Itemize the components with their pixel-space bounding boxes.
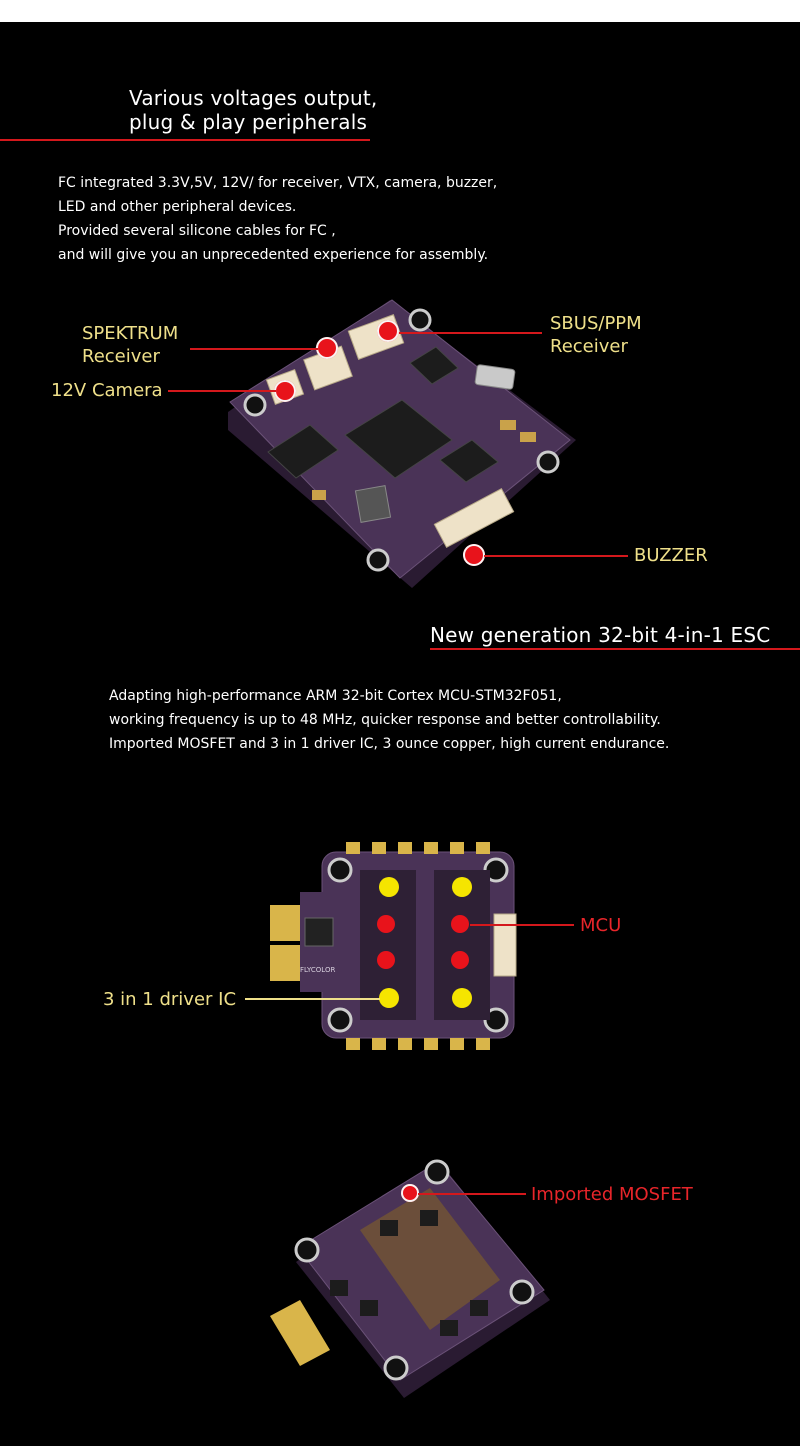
esc-angled-mosfet bbox=[330, 1280, 348, 1296]
esc-angled-mosfet bbox=[380, 1220, 398, 1236]
esc-mount-hole bbox=[327, 1007, 353, 1033]
section2-description-line: Imported MOSFET and 3 in 1 driver IC, 3 … bbox=[109, 736, 670, 752]
esc-motor-pad bbox=[450, 842, 464, 854]
esc-motor-pad bbox=[346, 1038, 360, 1050]
fc-usb-port bbox=[474, 364, 516, 390]
fc-main-mcu bbox=[344, 399, 453, 479]
esc-motor-pad bbox=[424, 842, 438, 854]
esc-angled-mosfet bbox=[440, 1320, 458, 1336]
esc-angled-mosfet bbox=[420, 1210, 438, 1226]
mcu-marker bbox=[451, 915, 469, 933]
section1-heading-line1: Various voltages output, bbox=[129, 86, 378, 110]
esc-motor-pad bbox=[398, 842, 412, 854]
esc-motor-pad bbox=[372, 842, 386, 854]
mcu-marker bbox=[377, 915, 395, 933]
esc-angled-hole bbox=[383, 1355, 409, 1381]
fc-osd-chip bbox=[439, 439, 499, 483]
fc-mount-hole bbox=[243, 393, 267, 417]
section1-description-line: Provided several silicone cables for FC … bbox=[58, 223, 336, 239]
esc-mount-hole bbox=[327, 857, 353, 883]
callout-spektrum-line1: SPEKTRUM bbox=[82, 323, 179, 344]
esc-angled-mosfet bbox=[360, 1300, 378, 1316]
section1-description-line: LED and other peripheral devices. bbox=[58, 199, 297, 215]
esc-motor-pad bbox=[476, 1038, 490, 1050]
section2-description: Adapting high-performance ARM 32-bit Cor… bbox=[109, 684, 669, 756]
leader-spektrum bbox=[190, 348, 318, 350]
esc-top-silkscreen: FLYCOLOR bbox=[300, 966, 336, 974]
fc-gyro-chip bbox=[267, 424, 339, 479]
esc-angled-mosfet bbox=[470, 1300, 488, 1316]
esc-motor-pad bbox=[476, 842, 490, 854]
callout-spektrum-line2: Receiver bbox=[82, 346, 160, 367]
section1-description-line: and will give you an unprecedented exper… bbox=[58, 247, 489, 263]
esc-connector bbox=[493, 913, 517, 977]
section2-heading-underline bbox=[430, 648, 800, 650]
leader-camera bbox=[168, 390, 276, 392]
esc-motor-pad bbox=[424, 1038, 438, 1050]
mcu-marker bbox=[377, 951, 395, 969]
callout-buzzer: BUZZER bbox=[634, 545, 708, 566]
section1-heading-underline bbox=[0, 139, 370, 141]
esc-angled-hole bbox=[424, 1159, 450, 1185]
flight-controller-board-image bbox=[228, 299, 576, 588]
fc-marker-sbus bbox=[377, 320, 399, 342]
leader-sbus bbox=[399, 332, 542, 334]
fc-inductor bbox=[354, 485, 392, 523]
esc-motor-pad bbox=[346, 842, 360, 854]
driver-ic-marker bbox=[452, 877, 472, 897]
mosfet-marker bbox=[401, 1184, 419, 1202]
driver-ic-marker bbox=[379, 877, 399, 897]
callout-driver-ic: 3 in 1 driver IC bbox=[103, 989, 237, 1010]
esc-motor-pad bbox=[398, 1038, 412, 1050]
fc-connector-buzzer bbox=[433, 488, 515, 548]
callout-sbus-line1: SBUS/PPM bbox=[550, 313, 642, 334]
section2-description-line: Adapting high-performance ARM 32-bit Cor… bbox=[109, 688, 562, 704]
fc-smd-parts bbox=[520, 432, 536, 442]
esc-angled-hole bbox=[509, 1279, 535, 1305]
callout-camera: 12V Camera bbox=[51, 380, 163, 401]
leader-buzzer bbox=[484, 555, 628, 557]
section1-description: FC integrated 3.3V,5V, 12V/ for receiver… bbox=[58, 171, 497, 267]
section2-description-line: working frequency is up to 48 MHz, quick… bbox=[109, 712, 661, 728]
fc-mount-hole bbox=[366, 548, 390, 572]
callout-sbus-line2: Receiver bbox=[550, 336, 628, 357]
esc-board-angled-image bbox=[270, 1159, 550, 1398]
leader-driver-ic bbox=[245, 998, 380, 1000]
section1-description-line: FC integrated 3.3V,5V, 12V/ for receiver… bbox=[58, 175, 498, 191]
fc-marker-camera bbox=[274, 380, 296, 402]
fc-mount-hole bbox=[536, 450, 560, 474]
esc-angled-hole bbox=[294, 1237, 320, 1263]
esc-motor-pad bbox=[372, 1038, 386, 1050]
top-white-strip bbox=[0, 0, 800, 22]
esc-board-top-image bbox=[270, 842, 517, 1050]
esc-angled-pad-tab bbox=[270, 1300, 330, 1366]
leader-mosfet bbox=[418, 1193, 526, 1195]
fc-smd-parts bbox=[500, 420, 516, 430]
fc-mount-hole bbox=[408, 308, 432, 332]
esc-power-pad bbox=[270, 945, 300, 981]
section1-heading: Various voltages output, plug & play per… bbox=[129, 86, 377, 134]
driver-ic-marker bbox=[379, 988, 399, 1008]
driver-ic-marker bbox=[452, 988, 472, 1008]
section2-heading: New generation 32-bit 4-in-1 ESC bbox=[430, 623, 771, 647]
callout-spektrum: SPEKTRUM Receiver bbox=[82, 322, 178, 368]
esc-regulator bbox=[304, 917, 334, 947]
fc-flash-chip bbox=[409, 346, 459, 385]
leader-mcu bbox=[470, 924, 574, 926]
esc-motor-pad bbox=[450, 1038, 464, 1050]
callout-mosfet: Imported MOSFET bbox=[531, 1184, 693, 1205]
section1-heading-line2: plug & play peripherals bbox=[129, 110, 368, 134]
fc-smd-parts bbox=[312, 490, 326, 500]
callout-sbus: SBUS/PPM Receiver bbox=[550, 312, 642, 358]
fc-marker-spektrum bbox=[316, 337, 338, 359]
callout-mcu: MCU bbox=[580, 915, 622, 936]
esc-power-pad bbox=[270, 905, 300, 941]
fc-marker-buzzer bbox=[463, 544, 485, 566]
mcu-marker bbox=[451, 951, 469, 969]
